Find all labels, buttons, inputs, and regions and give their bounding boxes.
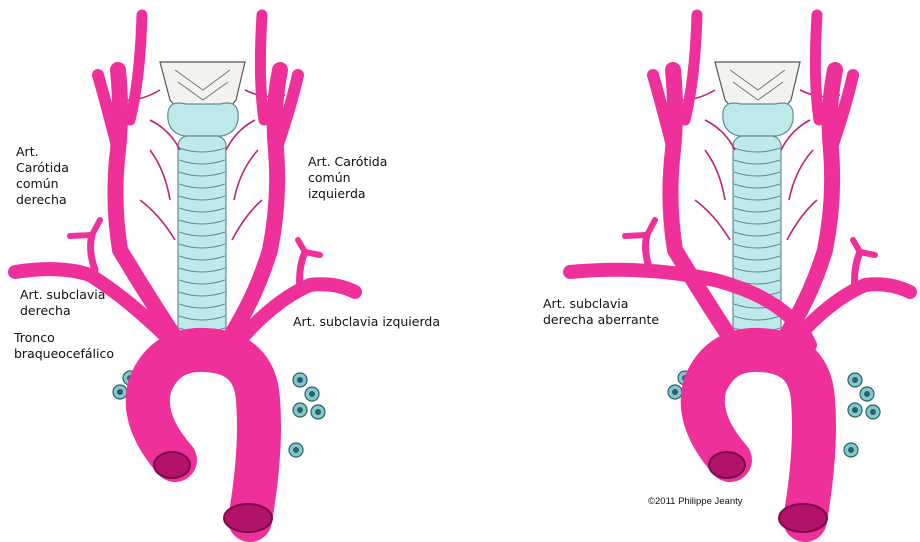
label-right-common-carotid: Art. Carótida común derecha [16, 144, 69, 208]
aortic-arch [148, 350, 259, 520]
label-left-subclavian: Art. subclavia izquierda [293, 314, 440, 330]
label-aberrant-right-subclavian: Art. subclavia derecha aberrante [543, 296, 659, 328]
label-left-common-carotid: Art. Carótida común izquierda [308, 154, 387, 202]
label-right-subclavian: Art. subclavia derecha [20, 287, 105, 319]
ascending-aorta-opening [154, 452, 190, 478]
aberrant-anatomy-panel [570, 15, 910, 532]
descending-aorta-opening [224, 504, 272, 532]
normal-anatomy-panel [15, 15, 355, 532]
label-brachiocephalic-trunk: Tronco braqueocefálico [14, 330, 114, 362]
copyright-text: ©2011 Philippe Jeanty [648, 496, 743, 507]
